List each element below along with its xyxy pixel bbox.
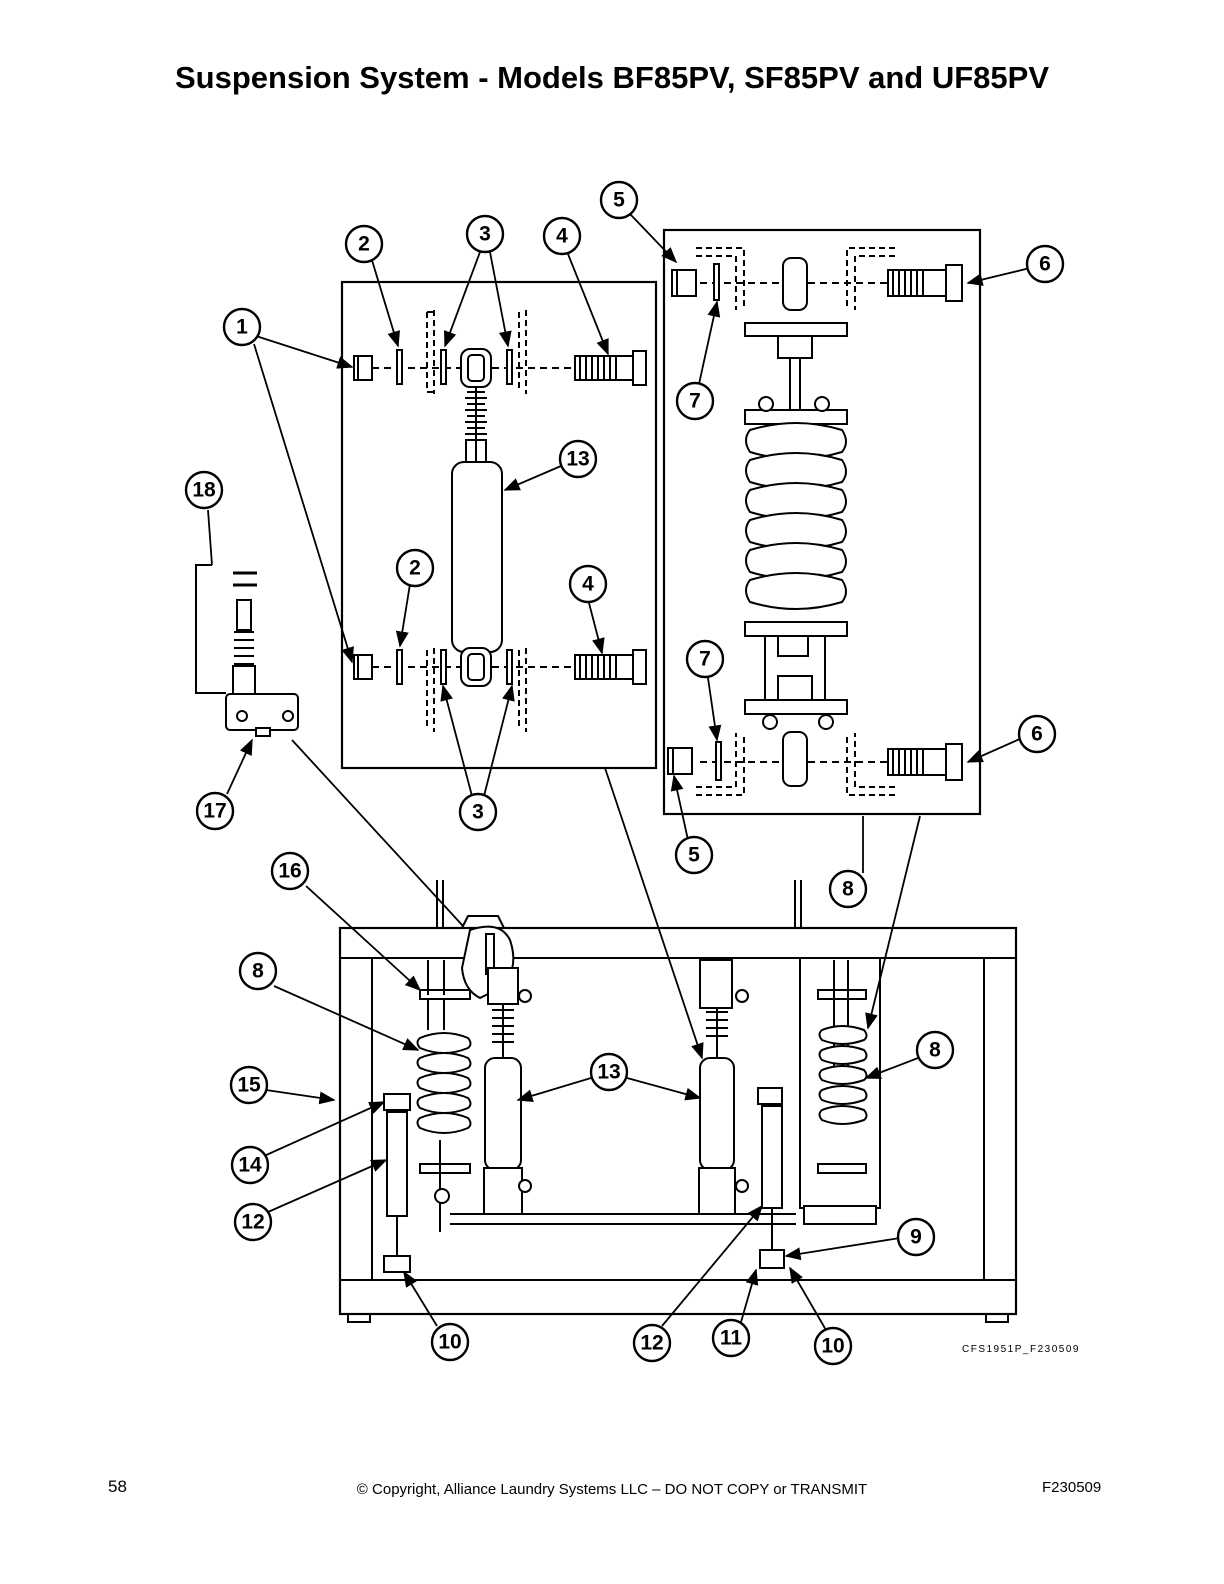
cross-bracket (450, 1213, 796, 1225)
callout-6: 6 (1017, 714, 1057, 754)
callout-label: 7 (689, 390, 701, 413)
callout-label: 8 (929, 1039, 941, 1062)
callout-8: 8 (238, 951, 278, 991)
callout-label: 18 (192, 479, 216, 502)
callout-label: 14 (238, 1154, 262, 1177)
callout-6: 6 (1025, 244, 1065, 284)
callout-label: 9 (910, 1226, 922, 1249)
callout-label: 3 (472, 801, 484, 824)
callout-3: 3 (465, 214, 505, 254)
page-title: Suspension System - Models BF85PV, SF85P… (174, 60, 1050, 95)
callout-2: 2 (395, 548, 435, 588)
callout-3: 3 (458, 792, 498, 832)
right-damper (757, 1087, 785, 1269)
spring-lower-mount (667, 731, 963, 796)
callout-label: 2 (409, 557, 421, 580)
callout-13: 13 (558, 439, 598, 479)
right-shock-absorber (698, 959, 749, 1215)
switch-assembly-detail (195, 564, 299, 737)
callout-label: 3 (479, 223, 491, 246)
callout-14: 14 (230, 1145, 270, 1185)
callout-label: 2 (358, 233, 370, 256)
callout-label: 4 (582, 573, 594, 596)
callout-13: 13 (589, 1052, 629, 1092)
callout-15: 15 (229, 1065, 269, 1105)
callout-12: 12 (233, 1202, 273, 1242)
callout-2: 2 (344, 224, 384, 264)
spring-upper-mount (671, 247, 963, 416)
callout-11: 11 (711, 1318, 751, 1358)
document-code: F230509 (1042, 1479, 1102, 1496)
callout-label: 8 (252, 960, 264, 983)
drawing-id: CFS1951P_F230509 (962, 1344, 1080, 1355)
callout-label: 6 (1031, 723, 1043, 746)
left-shock-absorber (483, 967, 532, 1215)
callout-4: 4 (568, 564, 608, 604)
callout-8: 8 (828, 869, 868, 909)
left-damper (383, 1093, 411, 1273)
callout-5: 5 (599, 180, 639, 220)
shock-upper-mount (353, 310, 647, 394)
callout-label: 6 (1039, 253, 1051, 276)
callout-label: 5 (688, 844, 700, 867)
callout-16: 16 (270, 851, 310, 891)
left-spring-assembly (416, 960, 472, 1232)
callout-18: 18 (184, 470, 224, 510)
callout-10: 10 (430, 1322, 470, 1362)
callout-7: 7 (675, 381, 715, 421)
callout-label: 12 (640, 1332, 663, 1355)
callout-8: 8 (915, 1030, 955, 1070)
callout-label: 13 (566, 448, 589, 471)
callout-17: 17 (195, 791, 235, 831)
callout-10: 10 (813, 1326, 853, 1366)
callout-label: 1 (236, 316, 248, 339)
callout-label: 17 (203, 800, 226, 823)
leader-lines (207, 213, 1031, 1331)
callout-label: 7 (699, 648, 711, 671)
callout-label: 16 (278, 860, 301, 883)
callout-label: 15 (237, 1074, 261, 1097)
spring-detail-panel (662, 228, 982, 816)
callout-12: 12 (632, 1323, 672, 1363)
callout-5: 5 (674, 835, 714, 875)
callout-label: 11 (720, 1327, 743, 1350)
spring-detail (744, 396, 848, 730)
callout-label: 8 (842, 878, 854, 901)
callout-label: 4 (556, 225, 568, 248)
shock-absorber-detail (451, 388, 503, 653)
callout-1: 1 (222, 307, 262, 347)
line-art (195, 228, 1018, 1323)
callout-7: 7 (685, 639, 725, 679)
callout-label: 10 (438, 1331, 461, 1354)
shock-lower-mount (353, 647, 647, 732)
callout-4: 4 (542, 216, 582, 256)
callout-label: 5 (613, 189, 625, 212)
shock-detail-panel (340, 280, 658, 770)
right-spring-assembly (799, 957, 881, 1225)
callout-label: 12 (241, 1211, 264, 1234)
callout-9: 9 (896, 1217, 936, 1257)
page-number: 58 (108, 1477, 127, 1496)
copyright-notice: © Copyright, Alliance Laundry Systems LL… (356, 1481, 868, 1498)
callout-label: 13 (597, 1061, 620, 1084)
callout-label: 10 (821, 1335, 844, 1358)
